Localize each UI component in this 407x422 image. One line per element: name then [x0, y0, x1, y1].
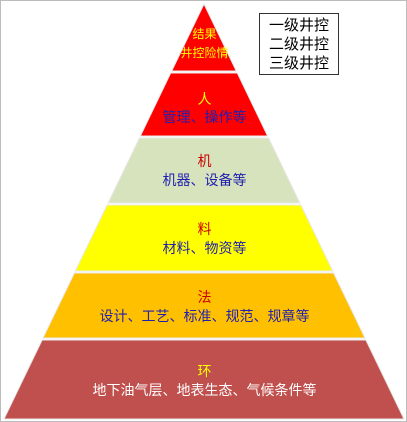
tier-shape-result	[170, 2, 238, 72]
tier-title-material: 料	[197, 222, 212, 238]
tier-shape-environment	[3, 339, 405, 420]
tier-shape-material	[74, 204, 334, 272]
legend-item-level-1: 一级井控	[268, 16, 329, 34]
tier-shape-machine	[107, 137, 301, 204]
tier-desc-machine: 机器、设备等	[162, 173, 247, 189]
tier-desc-material: 材料、物资等	[162, 241, 247, 257]
tier-desc-environment: 地下油气层、地表生态、气候条件等	[92, 383, 317, 399]
legend-item-level-3: 三级井控	[268, 54, 329, 72]
tier-shape-method	[42, 272, 366, 339]
tier-title-method: 法	[197, 290, 212, 306]
tier-desc-method: 设计、工艺、标准、规范、规章等	[99, 309, 310, 325]
tier-desc-result: 井控险情	[180, 46, 229, 60]
tier-title-result: 结果	[192, 27, 217, 41]
tier-title-machine: 机	[197, 154, 212, 170]
tier-title-environment: 环	[197, 364, 212, 380]
control-level-legend: 一级井控 二级井控 三级井控	[259, 13, 339, 75]
tier-shape-people	[139, 72, 269, 137]
tier-desc-people: 管理、操作等	[162, 110, 247, 126]
legend-item-level-2: 二级井控	[268, 35, 329, 53]
tier-title-people: 人	[197, 92, 212, 108]
